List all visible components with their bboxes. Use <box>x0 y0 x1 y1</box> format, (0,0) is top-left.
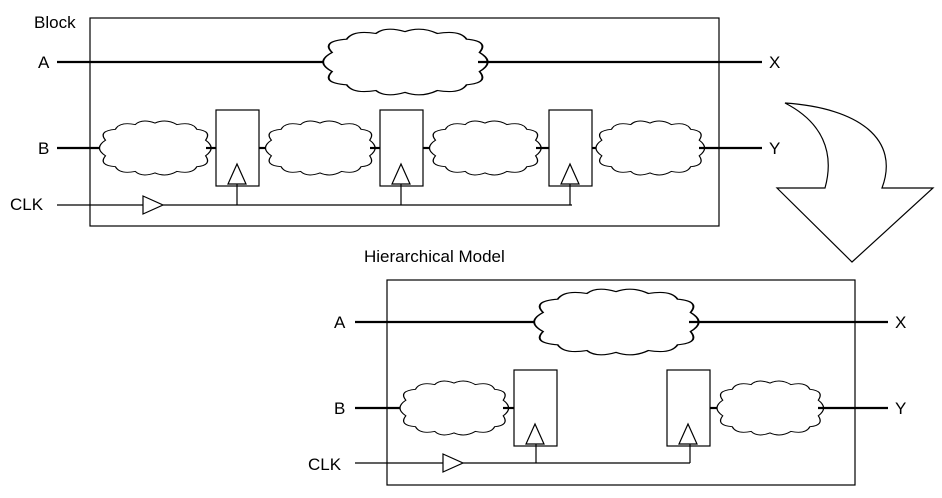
logic-cloud-icon <box>428 120 542 176</box>
clock-pin-icon <box>525 422 545 445</box>
model-output-label-y: Y <box>895 399 906 418</box>
model-output-label-x: X <box>895 313 906 332</box>
output-label-x: X <box>769 53 780 72</box>
clock-buffer-icon <box>142 195 165 215</box>
curved-down-arrow-icon <box>775 102 935 263</box>
hierarchical-model-title: Hierarchical Model <box>364 247 505 266</box>
logic-cloud-icon <box>98 120 212 176</box>
model-input-label-b: B <box>334 399 345 418</box>
flip-flop-icon <box>513 369 558 447</box>
logic-cloud-icon <box>264 120 376 176</box>
input-label-b: B <box>38 139 49 158</box>
input-label-a: A <box>38 53 50 72</box>
flip-flop-icon <box>548 109 593 187</box>
output-label-y: Y <box>769 139 780 158</box>
block-title: Block <box>34 13 76 32</box>
clock-buffer-icon <box>442 453 465 473</box>
flip-flop-icon <box>666 369 711 447</box>
flip-flop-icon <box>379 109 424 187</box>
logic-cloud-icon <box>533 288 700 356</box>
model-input-label-a: A <box>334 313 346 332</box>
logic-cloud-icon <box>595 120 706 176</box>
logic-cloud-icon <box>716 380 825 436</box>
logic-cloud-icon <box>322 28 489 96</box>
clock-pin-icon <box>678 422 698 445</box>
model-input-label-clk: CLK <box>308 455 342 474</box>
flip-flop-icon <box>215 109 260 187</box>
logic-cloud-icon <box>399 380 510 436</box>
input-label-clk: CLK <box>10 195 44 214</box>
